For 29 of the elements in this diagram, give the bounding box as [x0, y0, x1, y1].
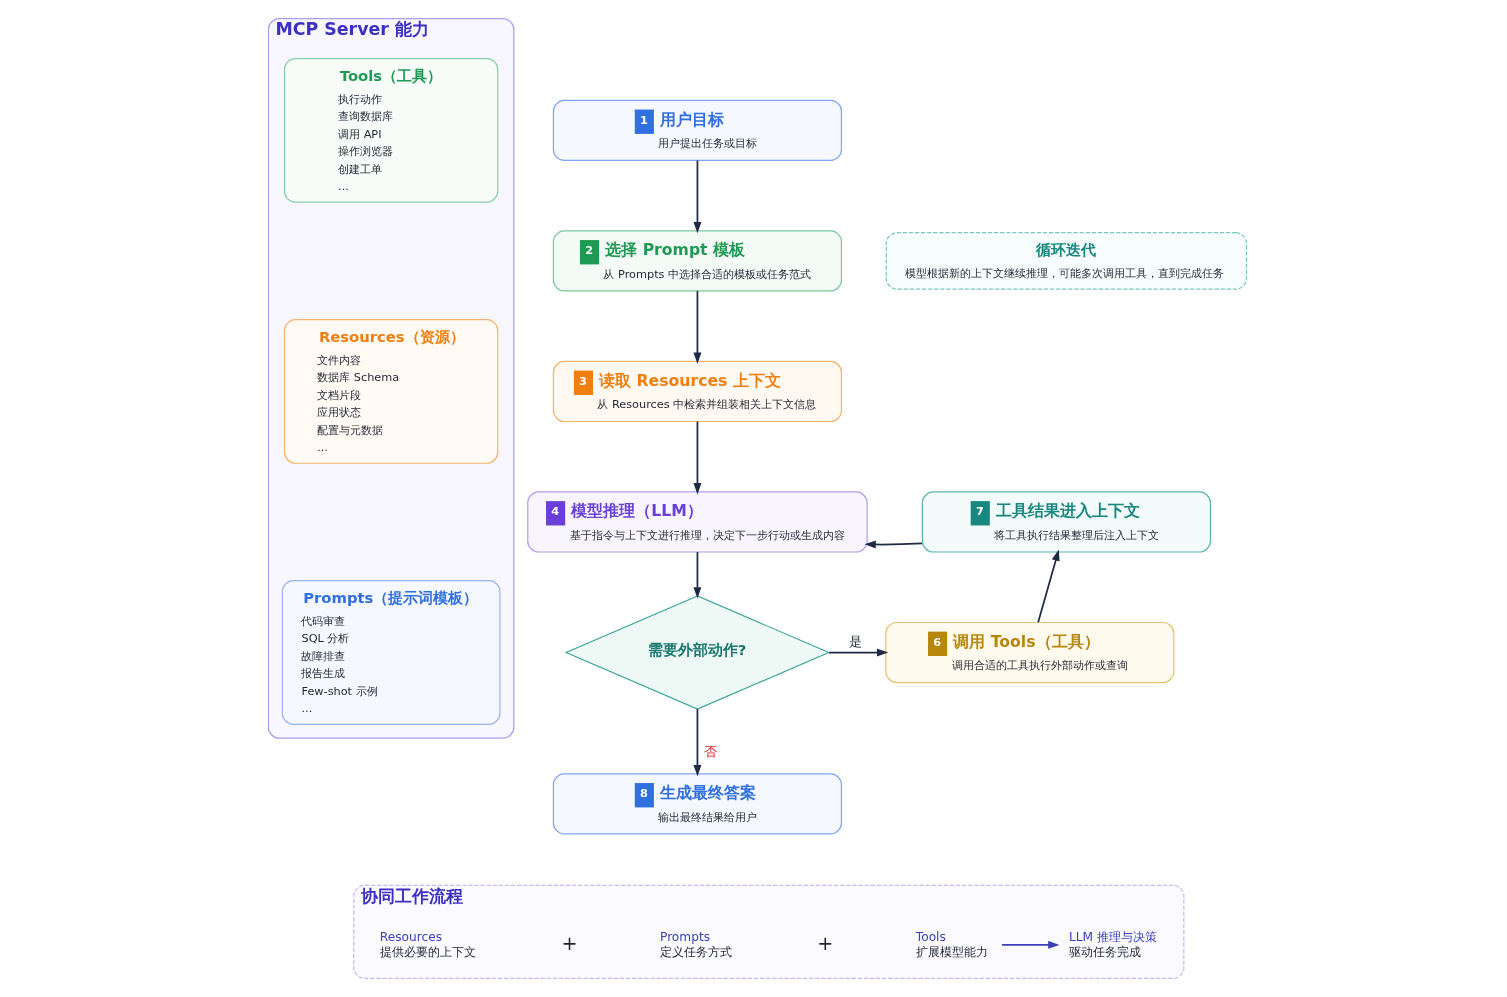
node-box: 8 生成最终答案 输出最终结果给用户	[552, 773, 842, 835]
edge-label: 是	[848, 633, 862, 649]
node-box: 3 读取 Resources 上下文 从 Resources 中检索并组装相关上下文信息	[552, 360, 842, 423]
label: +	[561, 931, 578, 955]
node-text: Prompts 定义任务方式	[659, 929, 732, 960]
node-box: 1 用户目标 用户提出任务或目标	[552, 99, 842, 162]
label: +	[816, 931, 833, 955]
arrow	[1000, 940, 1059, 949]
node-text: LLM 推理与决策 驱动任务完成	[1068, 929, 1157, 960]
node-box: 7 工具结果进入上下文 将工具执行结果整理后注入上下文	[921, 491, 1211, 553]
node-diamond: 需要外部动作?	[564, 595, 830, 710]
node-box: 循环迭代 模型根据新的上下文继续推理，可能多次调用工具，直到完成任务	[885, 232, 1247, 290]
node-box: 4 模型推理（LLM） 基于指令与上下文进行推理，决定下一步行动或生成内容	[526, 491, 868, 553]
arrow	[692, 420, 701, 495]
node-box: Resources（资源） 文件内容 数据库 Schema 文档片段 应用状态 配置与元数据 ...	[283, 319, 498, 464]
node-text: Resources 提供必要的上下文	[379, 929, 476, 960]
arrow	[864, 540, 923, 549]
node-box: Prompts（提示词模板） 代码审查 SQL 分析 故障排查 报告生成 Few-shot 示例 ...	[281, 580, 501, 725]
arrow	[692, 290, 701, 364]
node-box: 2 选择 Prompt 模板 从 Prompts 中选择合适的模板或任务范式	[552, 230, 842, 292]
arrow	[827, 648, 888, 657]
node-text: Tools 扩展模型能力	[915, 929, 988, 960]
arrow	[692, 708, 701, 777]
node-box: Tools（工具） 执行动作 查询数据库 调用 API 操作浏览器 创建工单 ...	[283, 58, 498, 203]
arrow	[692, 159, 701, 234]
arrow	[692, 551, 701, 599]
node-box: 6 调用 Tools（工具） 调用合适的工具执行外部动作或查询	[884, 621, 1174, 684]
arrow	[1036, 549, 1060, 624]
edge-label: 否	[703, 743, 717, 759]
